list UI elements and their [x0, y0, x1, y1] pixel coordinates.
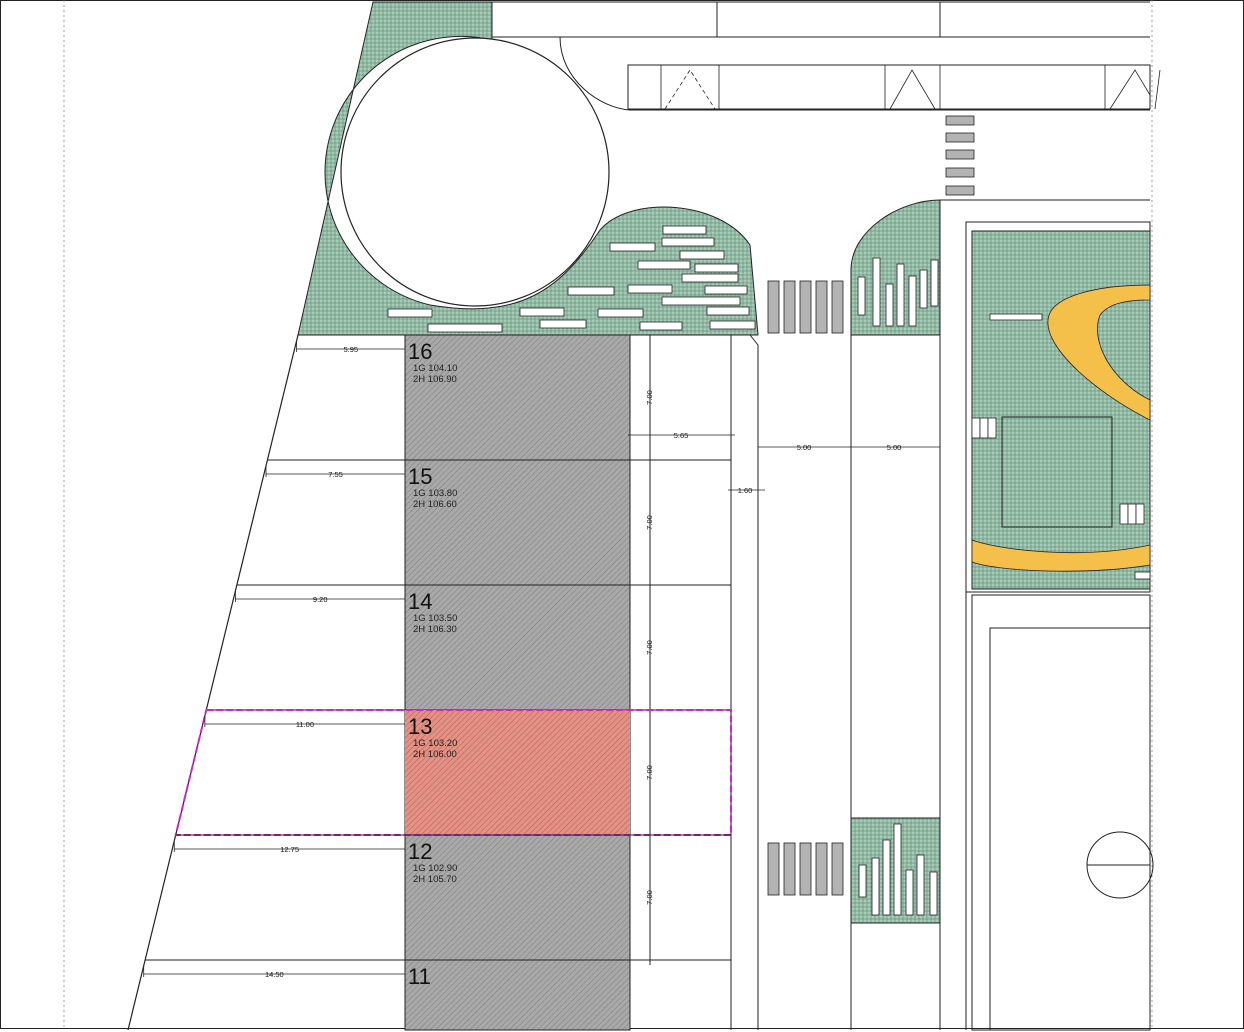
median-benches-bottom [858, 823, 938, 916]
lot-number: 16 [408, 339, 432, 364]
dim-sidewalk-width: 1.60 [738, 486, 753, 495]
park-landscape [971, 230, 1151, 590]
lot-level-2h: 2H 106.30 [413, 624, 457, 635]
lot-depth-label: 7.00 [645, 640, 654, 655]
dim-lane-2-width: 5.00 [887, 443, 902, 452]
site-boundary-line [127, 334, 299, 1031]
dim-lane-1-width: 5.00 [797, 443, 812, 452]
parking-bays [660, 65, 1161, 110]
lot-level-2h: 2H 106.00 [413, 749, 457, 760]
lot-number: 11 [408, 964, 431, 989]
lot-depth-label: 7.00 [645, 515, 654, 530]
pond-upper [1047, 284, 1151, 421]
lot-level-2h: 2H 106.60 [413, 499, 457, 510]
field-outline [971, 594, 1151, 1031]
lot-number: 15 [408, 464, 432, 489]
park-bench [1134, 571, 1151, 580]
park-steps-left [971, 417, 997, 439]
street-dimensions [628, 434, 940, 491]
setback-dimension-label: 11.00 [296, 720, 314, 729]
park-steps-right [1119, 503, 1145, 525]
bench-blocks [387, 225, 756, 333]
landscape-area-top-left [297, 1, 759, 336]
lot-level-1g: 1G 103.20 [413, 738, 457, 749]
lot-number: 12 [408, 839, 432, 864]
lot-level-2h: 2H 106.90 [413, 374, 457, 385]
crosswalk-vertical [945, 115, 975, 196]
park-pavilion [1001, 416, 1113, 528]
lot-depth-label: 7.00 [645, 890, 654, 905]
dim-frontage-width: 5.65 [674, 431, 689, 440]
building-footprints [404, 334, 631, 1031]
lot-level-1g: 1G 103.80 [413, 488, 457, 499]
road-curb-curve [559, 36, 1150, 111]
lot-depth-label: 7.00 [645, 765, 654, 780]
lot-level-1g: 1G 103.50 [413, 613, 457, 624]
lot-level-1g: 1G 102.90 [413, 863, 457, 874]
cul-de-sac-circle [340, 37, 610, 307]
setback-dimension-label: 9.20 [313, 595, 328, 604]
selected-lot-fill [405, 710, 630, 835]
setback-dimension-label: 14.50 [265, 970, 284, 979]
median-benches-top [857, 257, 939, 327]
crosswalk-bottom [767, 842, 844, 896]
park-bench [989, 313, 1043, 321]
parking-strip [627, 64, 1151, 110]
crosswalk-top [767, 280, 844, 334]
sports-field [989, 627, 1151, 1031]
road-edge [749, 334, 759, 1030]
lot-level-1g: 1G 104.10 [413, 363, 457, 374]
lot-number: 13 [408, 714, 432, 739]
setback-dimension-label: 5.95 [343, 345, 358, 354]
pond-lower [971, 539, 1151, 572]
lot-number: 14 [408, 589, 432, 614]
setback-dimension-label: 7.55 [328, 470, 343, 479]
setback-dimension-label: 12.75 [280, 845, 299, 854]
lot-level-2h: 2H 105.70 [413, 874, 457, 885]
lot-depth-label: 7.00 [645, 390, 654, 405]
